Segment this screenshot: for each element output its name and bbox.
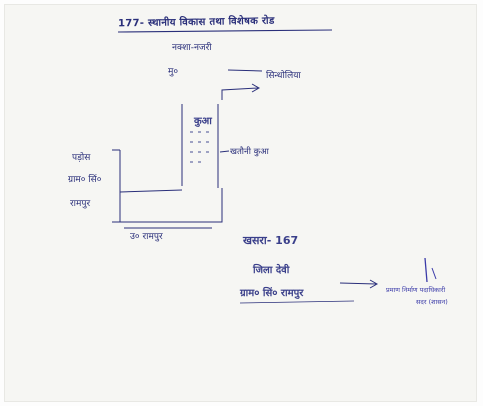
village-label: ग्राम० सिं० रामपुर	[240, 288, 304, 299]
left-block-line-1: पड़ोस	[72, 153, 91, 163]
title-underline	[117, 29, 333, 33]
plot-number: खसरा- 167	[243, 234, 299, 247]
well-side-line	[219, 150, 230, 153]
left-block-line-3: रामपुर	[70, 199, 91, 209]
stamp-line-1: प्रमाण निर्माण पदाधिकारी	[386, 286, 446, 294]
district-label: जिला देवी	[253, 265, 290, 276]
target-arrowhead	[251, 83, 261, 93]
channel-top	[119, 189, 183, 193]
stamp-arrowhead	[369, 279, 379, 289]
stamp-signature-cross	[431, 267, 437, 280]
target-arrow	[221, 87, 259, 100]
document-subtitle: नक्शा-नजरी	[172, 43, 212, 53]
channel-bottom	[120, 188, 223, 223]
well-shaft	[181, 104, 219, 188]
target-label: सिन्धोलिया	[266, 71, 301, 81]
well-label: कुआ	[194, 116, 212, 127]
village-underline	[239, 300, 355, 304]
stamp-line-2: सदर (शासन)	[416, 298, 448, 306]
document-title: 177- स्थानीय विकास तथा विशेषक रोड	[117, 15, 275, 30]
north-line	[227, 69, 263, 72]
left-bracket	[112, 149, 120, 223]
stamp-arrow	[339, 282, 377, 285]
left-block-line-2: ग्राम० सिं०	[68, 175, 102, 185]
well-side-label: खतौनी कुआ	[230, 147, 269, 157]
well-hatching	[190, 131, 209, 163]
stamp-signature	[424, 257, 428, 283]
bottom-dimension-label: उ० रामपुर	[130, 232, 163, 242]
official-stamp: प्रमाण निर्माण पदाधिकारी सदर (शासन)	[360, 283, 468, 317]
north-label: मु०	[168, 67, 179, 77]
